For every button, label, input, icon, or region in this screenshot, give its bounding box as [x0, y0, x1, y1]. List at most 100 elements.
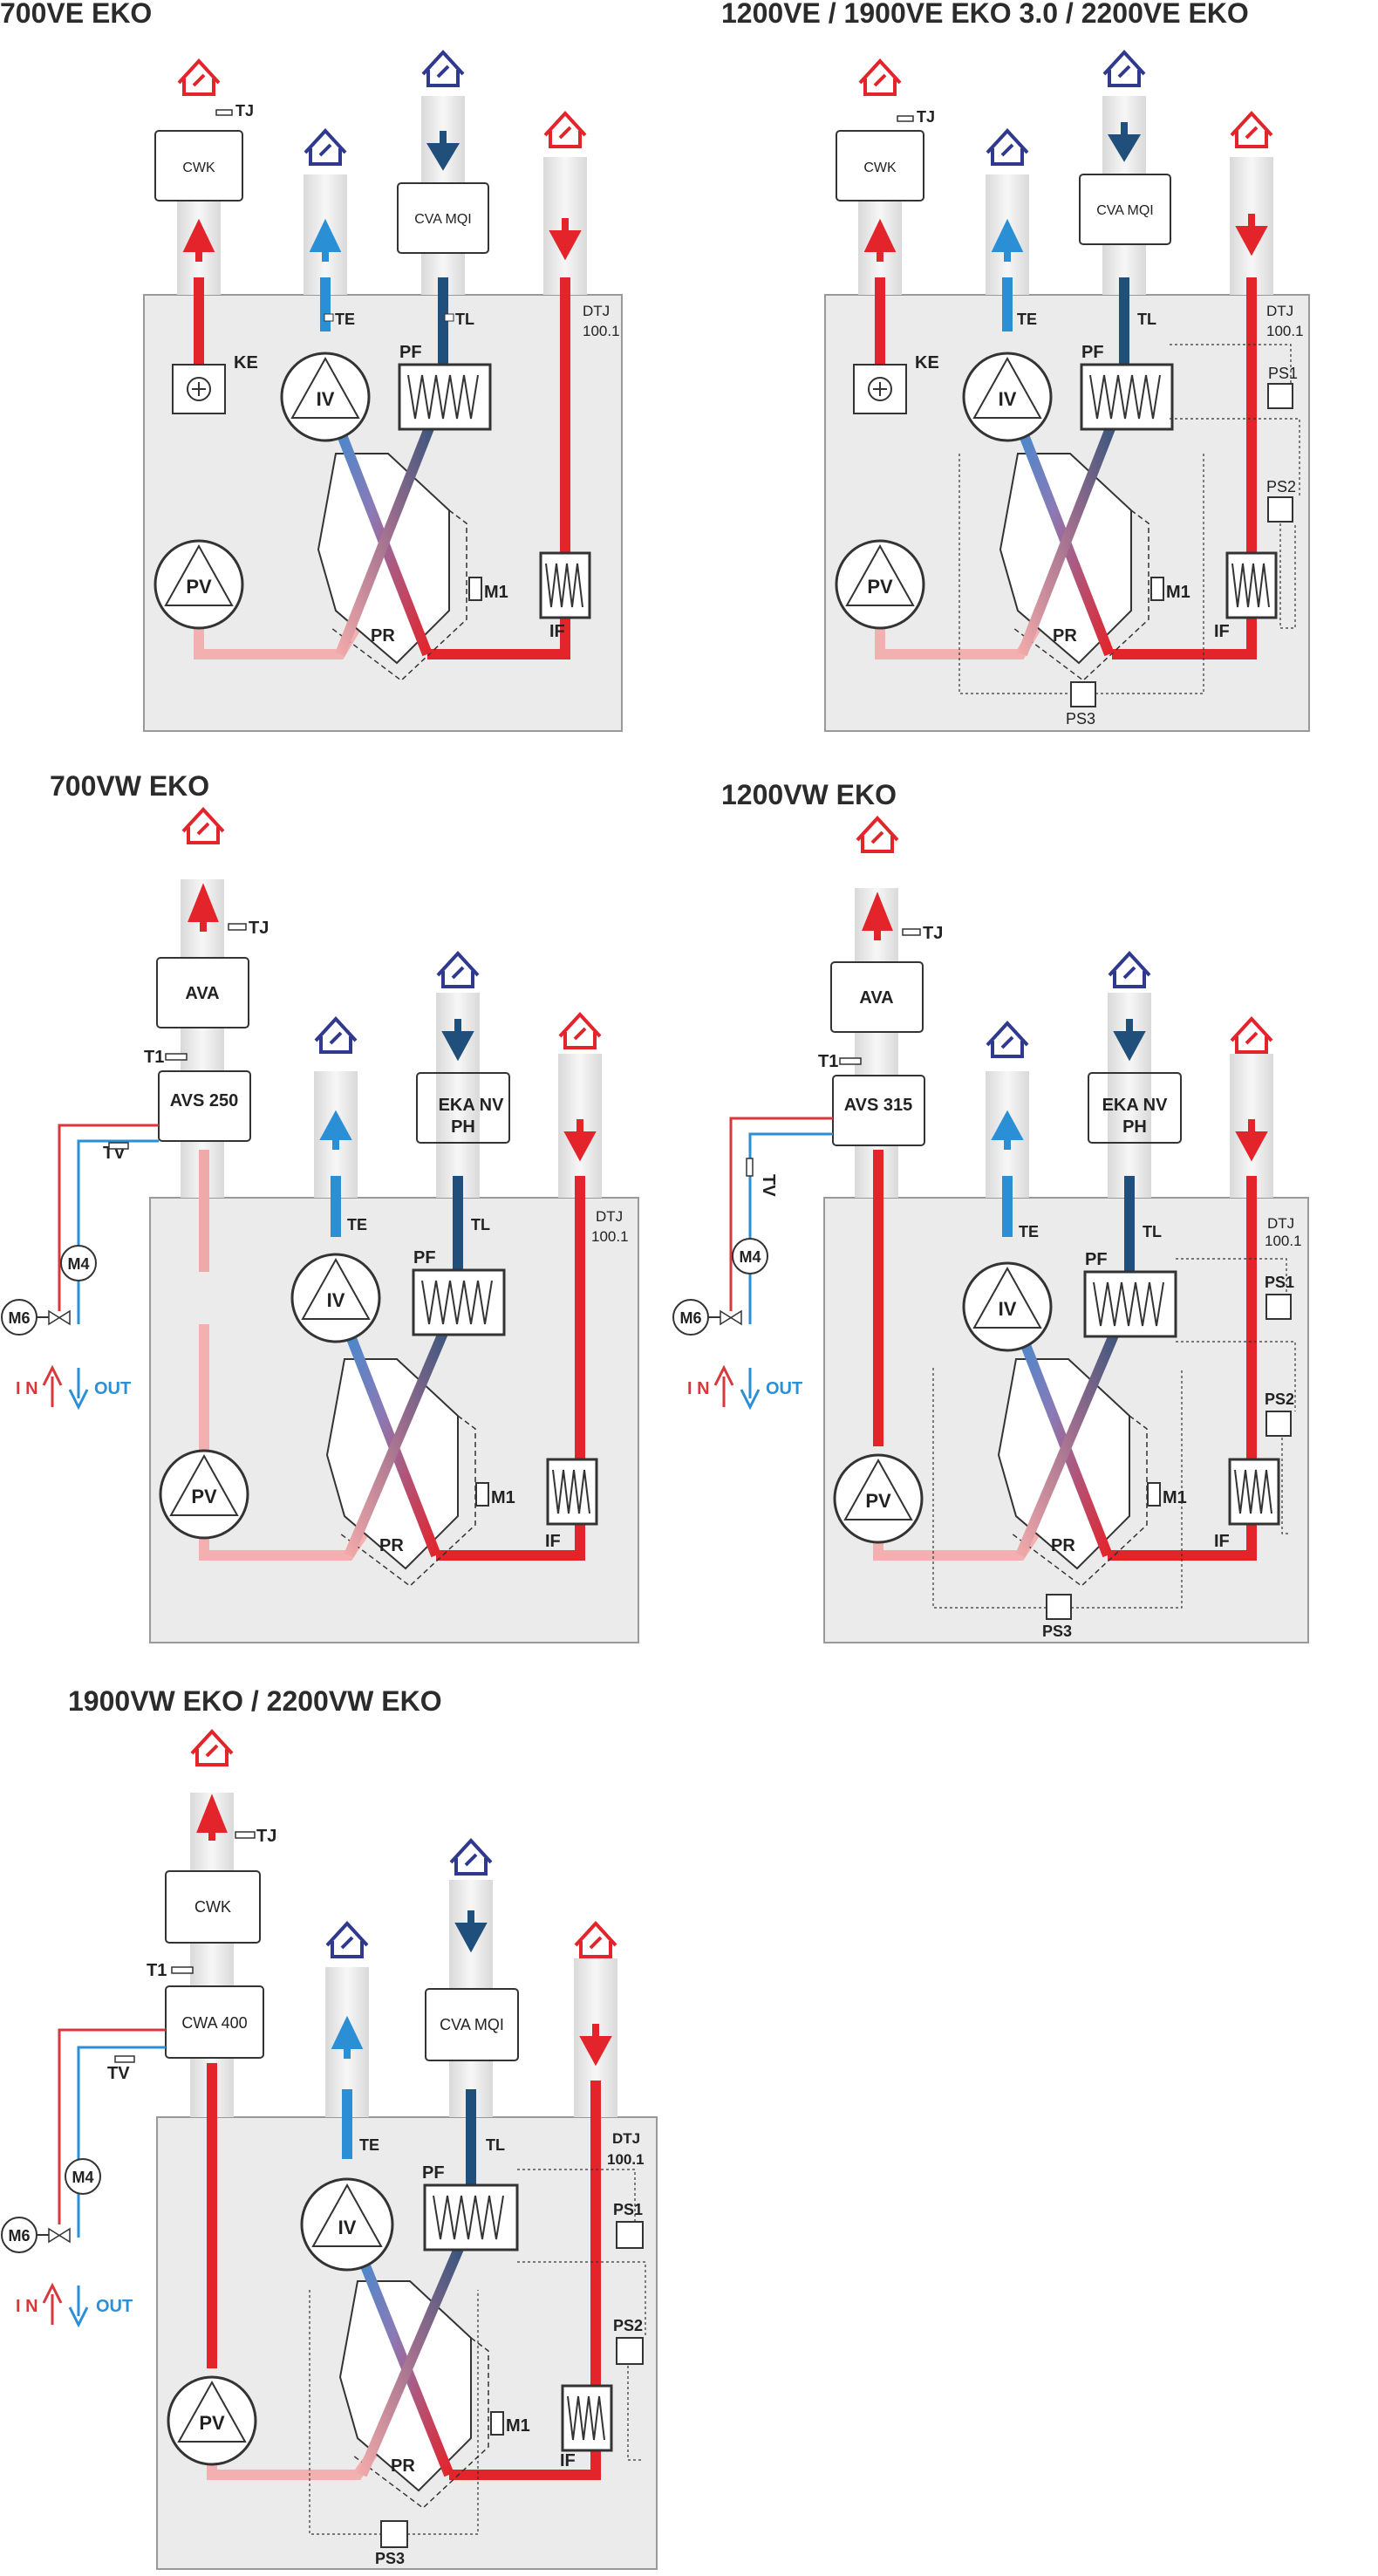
arrow-down-icon: [549, 218, 582, 261]
ps1-sensor: [616, 2221, 644, 2249]
water-out-arrow-icon: [68, 2286, 89, 2328]
motor-box: [1150, 577, 1164, 601]
house-extract-icon: [543, 111, 587, 148]
water-out-arrow-icon: [68, 1368, 89, 1411]
tl-label: TL: [1137, 311, 1156, 328]
tl-label: TL: [486, 2136, 505, 2154]
ps3-sensor: [1070, 681, 1096, 707]
motor-label: M1: [484, 583, 508, 602]
water-box-label: AVS 315: [844, 1096, 913, 1115]
ps2-sensor: [616, 2337, 644, 2365]
t1-label: T1: [147, 1961, 167, 1980]
house-exhaust-icon: [986, 128, 1029, 166]
diagram-1900vw: 1900VW EKO / 2200VW EKO TJ CWK T1 CWA 40…: [1, 1685, 658, 2570]
house-supply-icon: [856, 816, 899, 853]
heater-box: [154, 130, 243, 202]
pf-filter: [412, 1268, 506, 1336]
top-box-label: AVA: [185, 984, 219, 1003]
m4-label: M4: [72, 2169, 93, 2186]
house-intake-icon: [436, 951, 480, 988]
motor-label: M1: [491, 1488, 515, 1507]
exhaust-fan-label: IV: [327, 1289, 345, 1311]
house-supply-icon: [181, 807, 225, 844]
heater-label: CWK: [863, 161, 897, 175]
m6-label: M6: [8, 1309, 30, 1327]
ps2-label: PS2: [1266, 478, 1296, 495]
house-extract-icon: [1230, 1016, 1273, 1054]
m4-label: M4: [67, 1255, 89, 1273]
water-out-label: OUT: [94, 1379, 131, 1398]
water-box: [165, 1985, 264, 2059]
pf-label: PF: [422, 2163, 445, 2183]
water-in-label: I N: [16, 2297, 38, 2316]
rotor-label: PR: [1053, 626, 1077, 646]
exhaust-fan-label: IV: [338, 2217, 357, 2238]
arrow-up-icon: [182, 218, 215, 262]
ps2-label: PS2: [1265, 1390, 1294, 1408]
if-label: IF: [1214, 1532, 1230, 1551]
filter-box-label: CVA MQI: [1096, 203, 1154, 218]
te-label: TE: [335, 311, 355, 328]
supply-fan-label: PV: [186, 576, 212, 598]
filter-box-label-2: PH: [451, 1117, 475, 1137]
dtj-label: DTJ: [1266, 303, 1293, 319]
dtj-value: 100.1: [591, 1228, 629, 1245]
filter-box-label: CVA MQI: [440, 2016, 504, 2033]
coil-label: KE: [234, 353, 258, 372]
house-intake-icon: [1102, 50, 1146, 87]
exhaust-fan-label: IV: [999, 1298, 1017, 1320]
te-label: TE: [347, 1216, 367, 1233]
filter-box: [425, 1988, 519, 2061]
ps3-sensor: [1046, 1594, 1072, 1620]
t1-label: T1: [144, 1048, 164, 1067]
mixing-valve-icon: [48, 2227, 71, 2244]
pf-label: PF: [399, 343, 422, 362]
pf-label: PF: [1085, 1250, 1108, 1269]
coil-label: KE: [915, 353, 939, 372]
if-label: IF: [549, 622, 565, 641]
house-extract-icon: [574, 1921, 617, 1958]
top-box: [165, 1870, 261, 1944]
mixing-valve-icon: [720, 1309, 742, 1326]
dtj-label: DTJ: [1267, 1215, 1294, 1232]
te-label: TE: [1017, 311, 1037, 328]
filter-box: [397, 182, 489, 254]
house-exhaust-icon: [986, 1021, 1029, 1058]
motor-box: [1147, 1482, 1161, 1507]
motor-box: [475, 1482, 489, 1507]
water-in-arrow-icon: [713, 1364, 734, 1407]
diagram-title: 700VW EKO: [50, 770, 209, 802]
arrow-down-icon: [426, 131, 460, 171]
if-label: IF: [545, 1532, 561, 1551]
pf-label: PF: [413, 1248, 436, 1268]
m4-actuator: [65, 2158, 101, 2195]
house-intake-icon: [449, 1838, 493, 1876]
diagram-1200vw: 1200VW EKO TJ AVA T1 AVS 315 EKA NV PH T…: [672, 779, 1309, 1643]
house-intake-icon: [1108, 951, 1151, 988]
water-box-label: AVS 250: [170, 1091, 239, 1110]
house-extract-icon: [1230, 111, 1273, 148]
filter-box: [416, 1072, 510, 1144]
water-box: [158, 1070, 251, 1142]
tv-label: TV: [107, 2064, 130, 2083]
water-out-arrow-icon: [740, 1368, 761, 1411]
tj-label: TJ: [256, 1827, 276, 1846]
water-out-label: OUT: [766, 1379, 802, 1398]
motor-label: M1: [1166, 583, 1190, 602]
dtj-label: DTJ: [596, 1208, 623, 1225]
exhaust-fan-label: IV: [317, 388, 335, 410]
ps1-label: PS1: [613, 2201, 643, 2218]
house-supply-icon: [177, 58, 221, 96]
filter-box-label-2: PH: [1122, 1117, 1147, 1137]
if-label: IF: [1214, 622, 1230, 641]
water-in-label: I N: [16, 1379, 38, 1398]
exhaust-fan-label: IV: [999, 388, 1017, 410]
house-exhaust-icon: [304, 128, 347, 166]
filter-box: [1079, 174, 1171, 245]
water-in-label: I N: [687, 1379, 710, 1398]
house-supply-icon: [190, 1729, 234, 1766]
ps2-sensor: [1265, 1411, 1292, 1437]
dtj-value: 100.1: [1265, 1233, 1302, 1249]
ps3-sensor: [380, 2520, 408, 2548]
top-box: [156, 957, 249, 1028]
